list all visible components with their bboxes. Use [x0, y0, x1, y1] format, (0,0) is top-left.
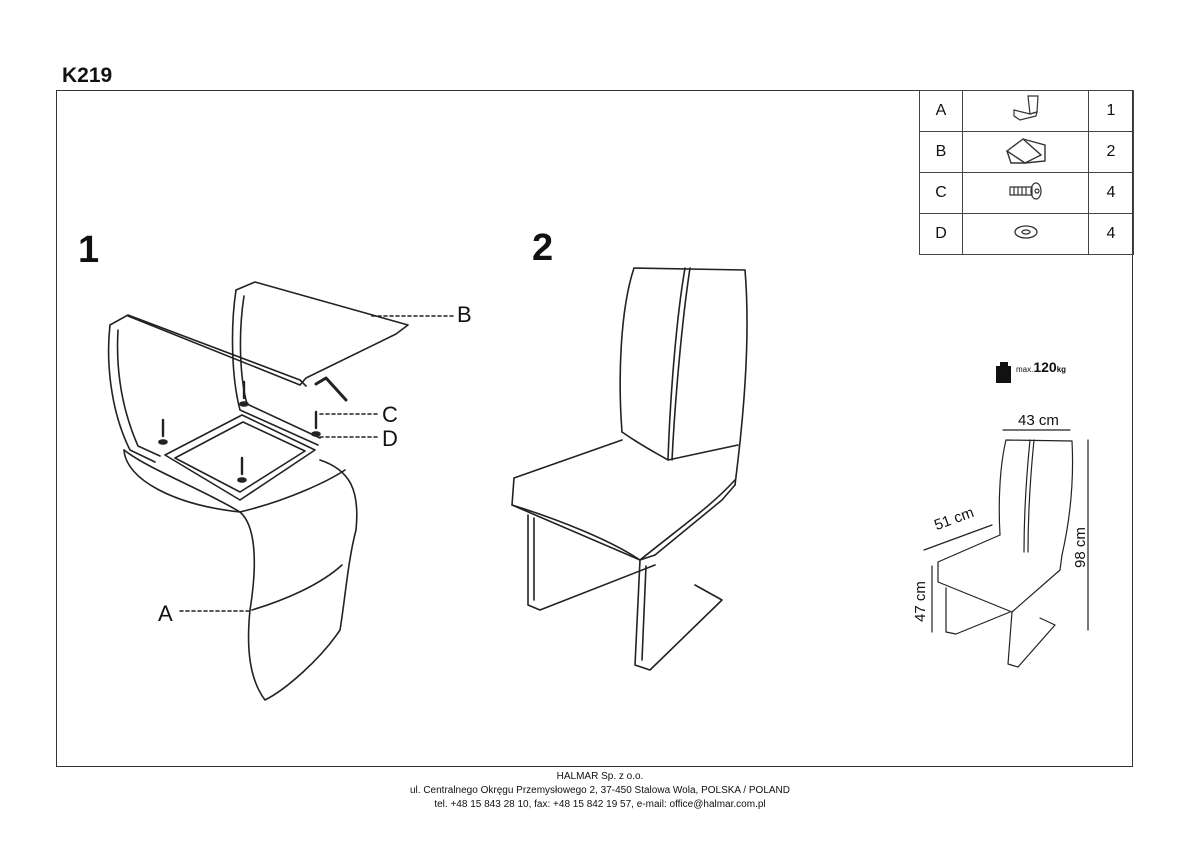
chair-frame-icon — [1005, 137, 1046, 164]
chair-seat-icon — [1012, 94, 1039, 121]
footer-contact: tel. +48 15 843 28 10, fax: +48 15 842 1… — [434, 799, 766, 810]
parts-table: A 1 B 2 C — [919, 90, 1134, 255]
parts-row: B 2 — [919, 131, 1134, 173]
callout-label-b: B — [457, 302, 472, 327]
part-quantity: 1 — [1088, 90, 1134, 132]
part-quantity: 4 — [1088, 172, 1134, 214]
step-number-2: 2 — [532, 227, 554, 269]
drawing-frame — [56, 90, 1133, 767]
callout-label-c: C — [382, 402, 398, 427]
part-quantity: 4 — [1088, 213, 1134, 255]
part-letter: A — [919, 90, 963, 132]
dimension-seat-height: 47 cm — [912, 581, 929, 622]
bolt-icon — [1008, 181, 1042, 200]
dimension-width: 43 cm — [1018, 412, 1059, 429]
part-quantity: 2 — [1088, 131, 1134, 173]
parts-row: A 1 — [919, 90, 1134, 132]
footer: HALMAR Sp. z o.o. ul. Centralnego Okręgu… — [0, 770, 1200, 812]
callout-label-a: A — [158, 601, 173, 626]
footer-address: ul. Centralnego Okręgu Przemysłowego 2, … — [409, 785, 790, 796]
footer-company: HALMAR Sp. z o.o. — [556, 771, 644, 782]
washer-icon — [1013, 224, 1038, 239]
max-load-unit: kg — [1056, 365, 1067, 374]
weight-icon — [996, 362, 1011, 383]
part-letter: C — [919, 172, 963, 214]
dimension-height: 98 cm — [1072, 527, 1089, 568]
dimension-chair-illustration — [923, 429, 1089, 668]
parts-row: D 4 — [919, 213, 1134, 255]
part-letter: D — [919, 213, 963, 255]
seat-part-illustration — [123, 449, 358, 701]
parts-row: C 4 — [919, 172, 1134, 214]
max-load-value: 120 — [1033, 359, 1057, 375]
part-letter: B — [919, 131, 963, 173]
max-load-label: max.120kg — [1016, 359, 1066, 375]
step-number-1: 1 — [78, 229, 100, 271]
callout-label-d: D — [382, 426, 398, 451]
document-title: K219 — [62, 64, 113, 87]
frame-part-illustration — [107, 281, 409, 463]
assembled-chair-illustration — [511, 267, 748, 671]
max-load-prefix: max. — [1016, 365, 1034, 374]
